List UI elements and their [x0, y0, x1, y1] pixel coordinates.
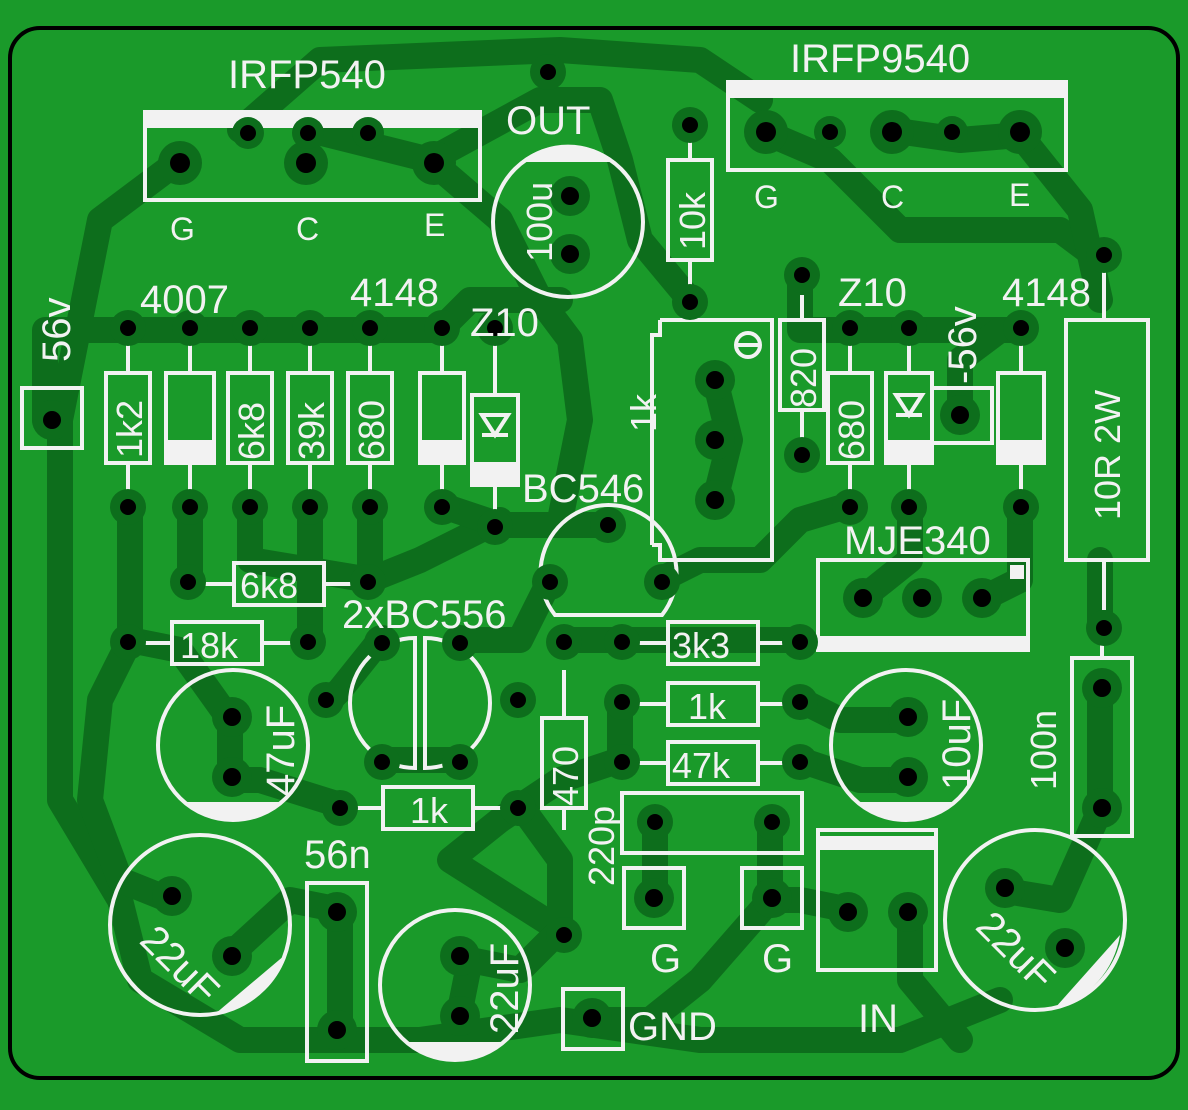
silkscreen: [20, 80, 1150, 1063]
c-22uf-right-outline: [943, 828, 1127, 1012]
in-connector: [816, 828, 938, 972]
label-g-left: G: [650, 937, 681, 981]
label-d-4148-right: 4148: [1002, 271, 1091, 315]
trimmer-1k-body: [650, 318, 774, 562]
label-c-56n: 56n: [304, 833, 371, 877]
label-r-680-right: 680: [831, 400, 872, 460]
pads: [32, 54, 1122, 1050]
label-irfp540-pin-c: C: [296, 211, 319, 247]
label-c-220p: 220p: [581, 806, 622, 886]
label-r-10r2w: 10R 2W: [1087, 390, 1128, 520]
label-out: OUT: [506, 99, 590, 143]
label-supply-pos: 56v: [35, 298, 79, 363]
label-c-10uf: 10uF: [935, 699, 979, 790]
supply-neg-pad-box: [930, 386, 994, 445]
label-r-6k8-h: 6k8: [240, 565, 298, 606]
label-r-1k-bottom: 1k: [410, 790, 449, 831]
mje340-footprint: [816, 558, 1030, 652]
c-10uf-outline: [829, 668, 983, 822]
c-56n-body: [305, 881, 369, 1063]
label-r-680-left: 680: [351, 400, 392, 460]
label-r-6k8-v: 6k8: [231, 402, 272, 460]
r-10r2w-body: [1064, 318, 1150, 562]
label-d-4148-left: 4148: [350, 271, 439, 315]
label-c-100u: 100u: [519, 182, 560, 262]
label-gnd: GND: [628, 1005, 717, 1049]
label-bc556-pair: 2xBC556: [342, 593, 507, 637]
label-z10-right: Z10: [838, 271, 907, 315]
c-22uf-mid-outline: [378, 908, 532, 1062]
label-irfp9540-pin-g: G: [754, 179, 779, 215]
label-c-100n: 100n: [1023, 710, 1064, 790]
supply-pos-pad-box: [20, 386, 84, 450]
label-trimmer-1k: 1k: [623, 393, 664, 432]
label-r-18k: 18k: [180, 625, 239, 666]
label-in: IN: [858, 997, 898, 1041]
label-irfp9540-pin-e: E: [1009, 177, 1030, 213]
label-r-470: 470: [545, 746, 586, 806]
label-r-10k: 10k: [672, 191, 713, 250]
label-irfp9540-pin-c: C: [881, 179, 904, 215]
irfp9540-footprint: [726, 80, 1068, 172]
label-c-22uf-mid: 22uF: [483, 943, 527, 1034]
label-irfp540-pin-g: G: [170, 211, 195, 247]
label-r-1k-mid: 1k: [688, 686, 727, 727]
g-right-pad-box: [740, 866, 804, 930]
label-g-right: G: [762, 937, 793, 981]
c-47uf-outline: [156, 668, 310, 822]
c-22uf-left-outline: [108, 833, 292, 1017]
board-outline: [8, 26, 1180, 1080]
label-r-39k: 39k: [291, 401, 332, 460]
label-z10-left: Z10: [470, 301, 539, 345]
label-bc546: BC546: [522, 467, 644, 511]
label-irfp9540: IRFP9540: [790, 37, 970, 81]
label-irfp540: IRFP540: [228, 53, 386, 97]
label-r-1k2: 1k2: [109, 400, 150, 458]
g-left-pad-box: [622, 866, 686, 930]
c-220p-body: [620, 791, 804, 855]
label-c-47uf: 47uF: [259, 705, 303, 796]
gnd-pad-box: [561, 987, 625, 1051]
label-r-3k3: 3k3: [672, 625, 730, 666]
label-r-820: 820: [783, 348, 824, 408]
label-irfp540-pin-e: E: [424, 207, 445, 243]
label-mje340: MJE340: [844, 519, 991, 563]
label-r-47k: 47k: [672, 745, 731, 786]
label-d-4007: 4007: [140, 278, 229, 322]
label-supply-neg: -56v: [941, 306, 985, 384]
